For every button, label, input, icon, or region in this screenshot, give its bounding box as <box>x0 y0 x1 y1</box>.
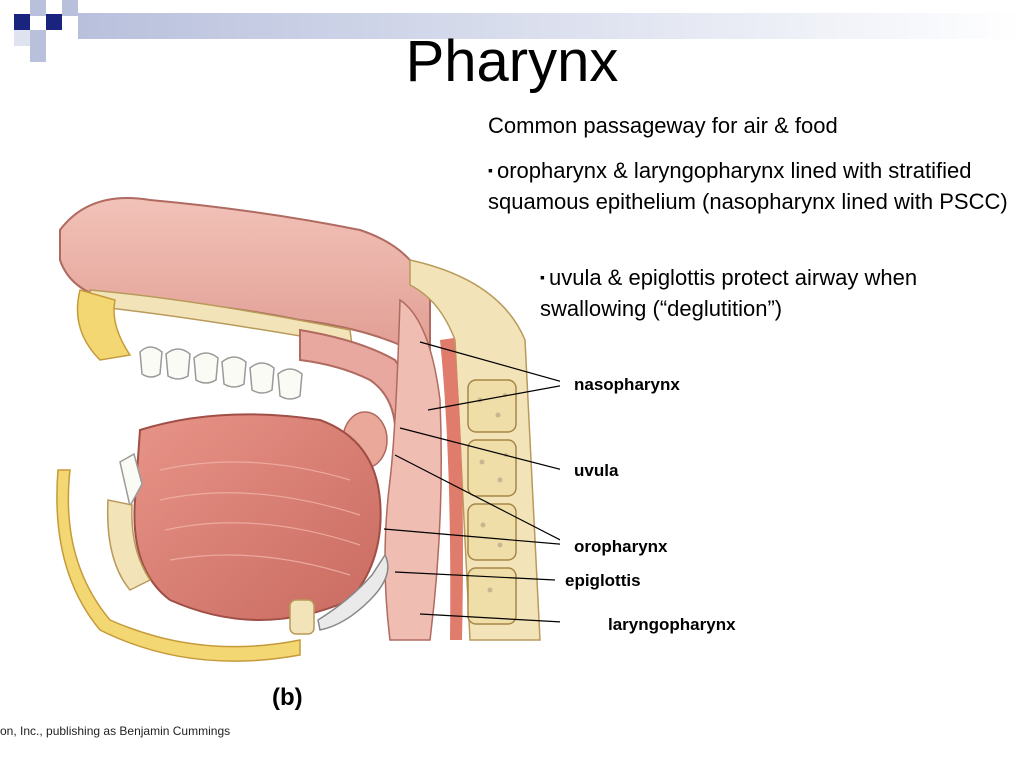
lower-jaw-fat <box>56 469 301 662</box>
mandible <box>106 499 152 591</box>
copyright-text: on, Inc., publishing as Benjamin Cumming… <box>0 724 231 738</box>
label-nasopharynx: nasopharynx <box>574 375 680 394</box>
upper-teeth <box>139 346 303 400</box>
label-uvula: uvula <box>574 461 619 480</box>
bullet-1: ▪oropharynx & laryngopharynx lined with … <box>488 155 1008 217</box>
slide-title: Pharynx <box>405 29 619 94</box>
bullet-2-text: uvula & epiglottis protect airway when s… <box>540 265 918 321</box>
pharynx-illustration <box>56 197 560 662</box>
epiglottis <box>317 553 389 631</box>
bullet-marker: ▪ <box>488 162 493 178</box>
title-bar <box>78 13 1024 39</box>
leader-oropharynx-2 <box>383 528 560 545</box>
pharyngeal-cavity <box>384 298 442 641</box>
bullet-marker: ▪ <box>540 269 545 285</box>
panel-letter: (b) <box>272 684 303 711</box>
leader-epiglottis <box>394 571 556 581</box>
prevertebral-muscle <box>440 338 463 640</box>
label-laryngopharynx: laryngopharynx <box>608 615 736 634</box>
upper-lip <box>76 289 132 361</box>
lower-teeth <box>119 452 143 509</box>
label-epiglottis: epiglottis <box>565 571 641 590</box>
bullet-2: ▪uvula & epiglottis protect airway when … <box>540 262 1010 324</box>
tongue <box>133 413 382 621</box>
vertebrae <box>467 379 517 625</box>
leader-nasopharynx-1 <box>419 341 560 382</box>
label-oropharynx: oropharynx <box>574 537 668 556</box>
leader-laryngopharynx <box>419 613 560 623</box>
corner-decoration <box>14 0 78 62</box>
leader-oropharynx-1 <box>394 454 560 541</box>
leader-uvula <box>399 427 560 470</box>
hyoid <box>289 599 315 635</box>
leader-nasopharynx-2 <box>427 385 560 411</box>
intro-text: Common passageway for air & food <box>488 113 838 138</box>
bullet-1-text: oropharynx & laryngopharynx lined with s… <box>488 158 1008 214</box>
